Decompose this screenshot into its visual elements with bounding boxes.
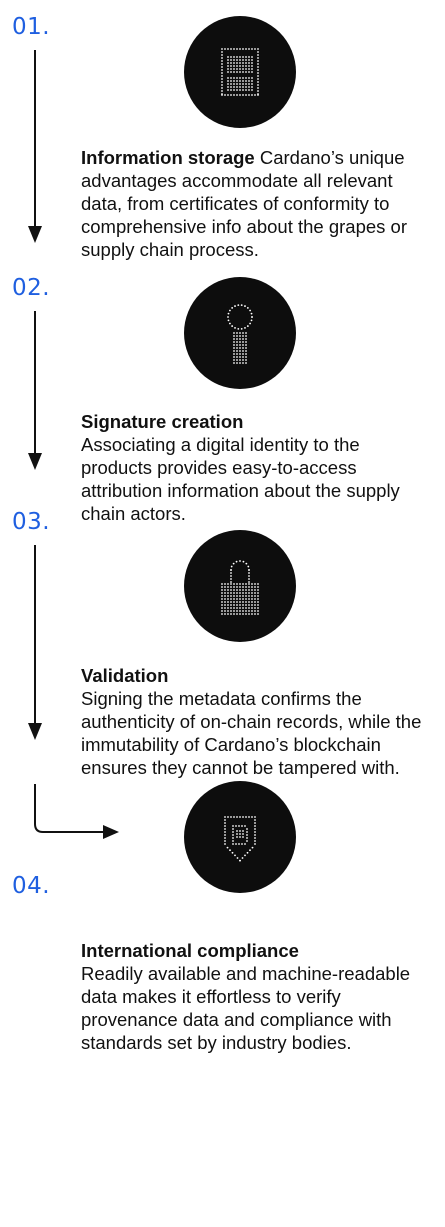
step-body-4: Readily available and machine-readable d… (81, 963, 411, 1053)
step-description-1: Information storage Cardano’s unique adv… (81, 146, 431, 261)
step-description-4: International compliance Readily availab… (81, 939, 431, 1054)
step-body-3: Signing the metadata confirms the authen… (81, 688, 422, 778)
step-title-3: Validation (81, 665, 169, 686)
signature-key-icon (184, 277, 296, 389)
step-title-4: International compliance (81, 940, 299, 961)
step-body-2: Associating a digital identity to the pr… (81, 434, 400, 524)
step-title-1: Information storage (81, 147, 255, 168)
step-number-1: 01. (12, 14, 51, 40)
shield-badge-icon (184, 781, 296, 893)
step-description-2: Signature creation Associating a digital… (81, 410, 431, 525)
step-number-4: 04. (12, 873, 51, 899)
down-arrow-icon (28, 311, 42, 470)
step-description-3: Validation Signing the metadata confirms… (81, 664, 431, 779)
corner-arrow-icon (34, 784, 119, 839)
document-icon (184, 16, 296, 128)
step-title-2: Signature creation (81, 411, 244, 432)
step-number-2: 02. (12, 275, 51, 301)
step-number-3: 03. (12, 509, 51, 535)
down-arrow-icon (28, 50, 42, 243)
down-arrow-icon (28, 545, 42, 740)
padlock-icon (184, 530, 296, 642)
step-body-1: Cardano’s unique advantages accommodate … (81, 147, 408, 260)
